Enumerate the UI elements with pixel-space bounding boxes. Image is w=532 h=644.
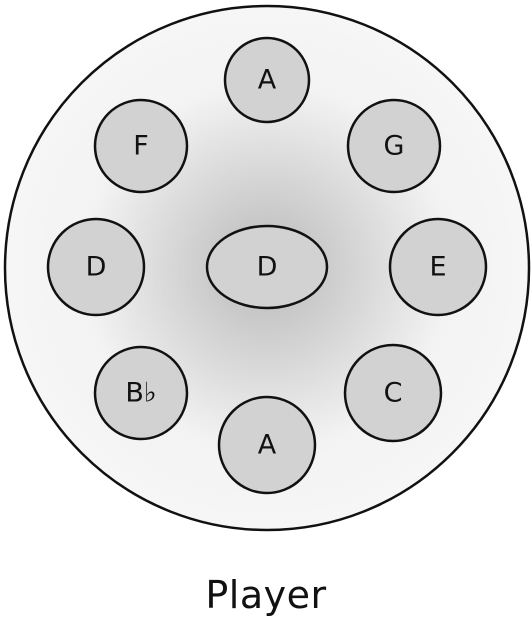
note-label-bottom: A bbox=[258, 430, 277, 461]
handpan-diagram: A G E C A B♭ D F D bbox=[3, 4, 531, 532]
note-lower-right[interactable]: C bbox=[343, 343, 443, 443]
note-label-upper-left: F bbox=[133, 131, 149, 162]
note-label-top: A bbox=[258, 65, 277, 96]
note-label-lower-right: C bbox=[384, 378, 403, 409]
note-pad-upper-right[interactable] bbox=[346, 98, 442, 194]
note-left[interactable]: D bbox=[46, 217, 146, 317]
note-label-upper-right: G bbox=[384, 131, 405, 162]
note-pad-lower-left[interactable] bbox=[93, 345, 189, 441]
note-label-left: D bbox=[86, 252, 107, 283]
note-lower-left[interactable]: B♭ bbox=[93, 345, 189, 441]
note-pad-left[interactable] bbox=[46, 217, 146, 317]
note-pad-right[interactable] bbox=[388, 217, 488, 317]
note-pad-upper-left[interactable] bbox=[93, 98, 189, 194]
center-note-label: D bbox=[257, 252, 278, 283]
caption-label: Player bbox=[205, 573, 327, 617]
note-upper-right[interactable]: G bbox=[346, 98, 442, 194]
center-note[interactable]: D bbox=[205, 224, 329, 310]
note-pad-lower-right[interactable] bbox=[343, 343, 443, 443]
note-pad-top[interactable] bbox=[223, 36, 311, 124]
note-right[interactable]: E bbox=[388, 217, 488, 317]
note-upper-left[interactable]: F bbox=[93, 98, 189, 194]
note-pad-bottom[interactable] bbox=[217, 395, 317, 495]
note-label-right: E bbox=[429, 252, 446, 283]
note-label-lower-left: B♭ bbox=[125, 378, 156, 409]
note-top[interactable]: A bbox=[223, 36, 311, 124]
note-bottom[interactable]: A bbox=[217, 395, 317, 495]
center-note-pad[interactable] bbox=[205, 224, 329, 310]
